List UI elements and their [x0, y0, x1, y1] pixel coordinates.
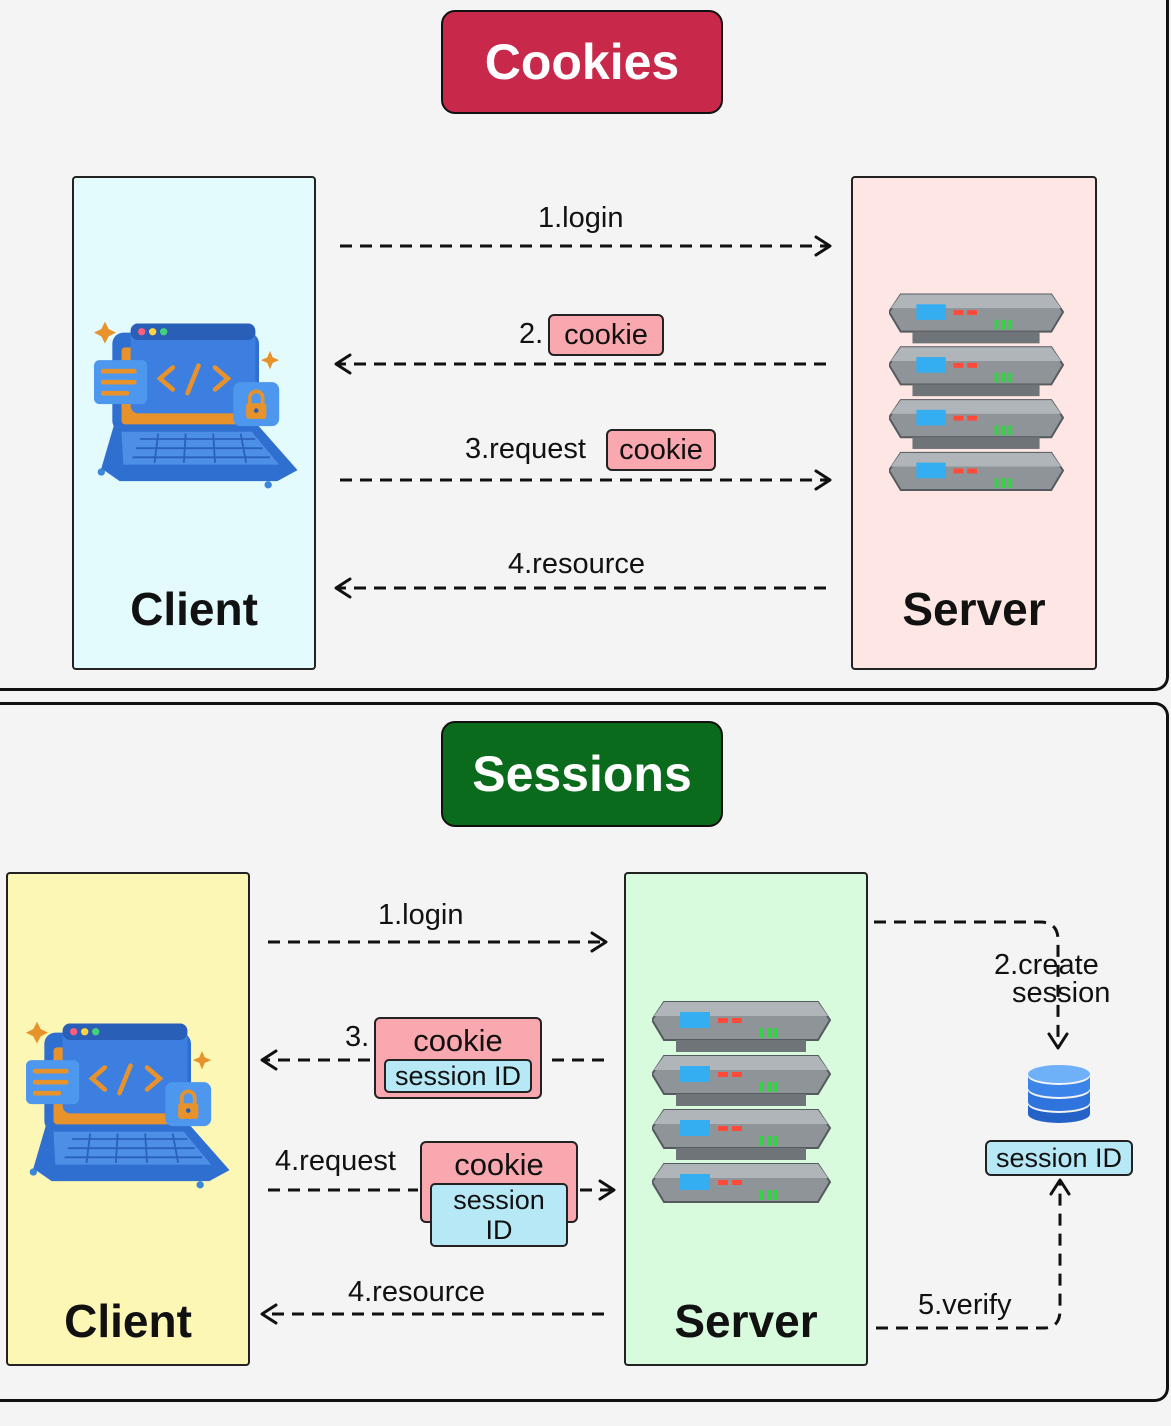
- sessions-step-verify: 5.verify: [918, 1289, 1012, 1321]
- sessions-response-cookie: cookie: [413, 1023, 503, 1058]
- sessions-step-login: 1.login: [378, 899, 464, 931]
- sessions-title: Sessions: [441, 721, 723, 827]
- cookies-title: Cookies: [441, 10, 723, 114]
- sessions-step-response-prefix: 3.: [345, 1021, 370, 1053]
- cookies-step-request: 3.request: [465, 433, 586, 465]
- sessions-request-cookie: cookie: [454, 1147, 544, 1182]
- cookies-server-label: Server: [902, 583, 1046, 635]
- sessions-server-label: Server: [674, 1295, 818, 1347]
- sessions-verify-arrow: [876, 1178, 1071, 1330]
- cookies-step-login: 1.login: [538, 202, 624, 234]
- cookies-client-label: Client: [130, 583, 258, 635]
- sessions-response-cookie-card: cookie session ID: [374, 1017, 542, 1099]
- cookies-cookie-tag: cookie: [548, 314, 664, 356]
- cookies-step-cookie-prefix: 2.: [519, 318, 544, 350]
- sessions-step-create-line2: session: [1012, 977, 1111, 1009]
- sessions-step-resource: 4.resource: [348, 1276, 486, 1308]
- sessions-server-box: Server: [624, 872, 868, 1366]
- sessions-step-request: 4.request: [275, 1145, 396, 1177]
- sessions-step-create-line1: 2.create: [994, 949, 1099, 981]
- cookies-server-box: Server: [851, 176, 1097, 670]
- sessions-request-session-id: session ID: [430, 1183, 568, 1247]
- sessions-create-arrow: [874, 920, 1069, 1050]
- sessions-client-box: Client: [6, 872, 250, 1366]
- sessions-client-label: Client: [64, 1295, 192, 1347]
- sessions-request-cookie-card: cookie session ID: [420, 1141, 578, 1247]
- cookies-request-cookie-tag: cookie: [606, 429, 716, 471]
- cookies-client-box: Client: [72, 176, 316, 670]
- sessions-response-session-id: session ID: [384, 1059, 532, 1093]
- cookies-step-resource: 4.resource: [508, 548, 646, 580]
- sessions-db-session-id: session ID: [985, 1140, 1133, 1176]
